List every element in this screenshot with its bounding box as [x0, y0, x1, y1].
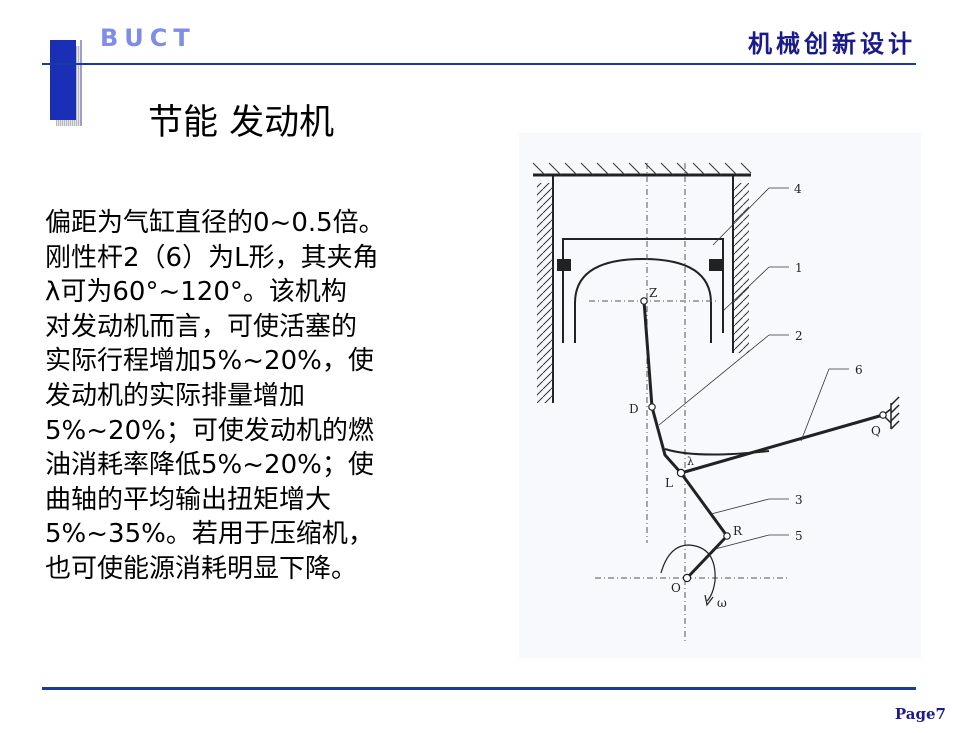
part-number-6: 6 — [855, 363, 863, 377]
crank-rotation-arrow — [660, 544, 716, 607]
angular-velocity-label-omega: ω — [717, 596, 727, 610]
body-line: 也可使能源消耗明显下降。 — [45, 553, 358, 584]
course-title: 机械创新设计 — [748, 29, 916, 58]
part-number-2: 2 — [795, 329, 803, 343]
body-line: λ可为60°~120°。该机构 — [45, 277, 347, 308]
body-line: 实际行程增加5%~20%，使 — [45, 346, 374, 377]
linkage-bars — [642, 299, 885, 580]
body-line: 5%~20%；可使发动机的燃 — [45, 415, 374, 446]
piston — [557, 238, 724, 343]
body-line: 对发动机而言，可使活塞的 — [45, 311, 358, 342]
part-number-3: 3 — [795, 493, 803, 507]
body-line: 5%~35%。若用于压缩机， — [45, 519, 374, 550]
part-number-1: 1 — [795, 261, 803, 275]
point-label-z: Z — [649, 286, 657, 300]
body-line: 发动机的实际排量增加 — [45, 380, 306, 411]
footer-divider — [42, 687, 916, 690]
point-label-o: O — [671, 581, 681, 595]
part-number-5: 5 — [795, 529, 803, 543]
slide-body-text: 偏距为气缸直径的0~0.5倍。 刚性杆2（6）为L形，其夹角 λ可为60°~12… — [45, 206, 465, 587]
body-line: 油消耗率降低5%~20%；使 — [45, 450, 374, 481]
leader-lines — [658, 187, 849, 550]
page-number: Page7 — [894, 705, 946, 723]
point-label-l: L — [665, 476, 673, 490]
link-6-arc — [664, 448, 770, 456]
point-label-r: R — [733, 524, 743, 538]
point-label-d: D — [629, 402, 639, 416]
body-line: 偏距为气缸直径的0~0.5倍。 — [45, 208, 385, 238]
brand-logo-text: BUCT — [100, 24, 196, 52]
joints — [640, 297, 887, 583]
angle-label-lambda: λ — [687, 455, 694, 468]
body-line: 刚性杆2（6）为L形，其夹角 — [45, 242, 379, 273]
part-number-4: 4 — [794, 182, 802, 196]
cylinder-top-hatch — [532, 162, 752, 177]
engine-mechanism-diagram: 4 1 2 6 3 5 Z D L Q R O λ ω — [519, 133, 921, 658]
slide-title: 节能 发动机 — [148, 103, 335, 143]
body-line: 曲轴的平均输出扭矩增大 — [45, 484, 332, 515]
header-accent-bar — [50, 40, 76, 120]
point-label-q: Q — [871, 424, 881, 438]
center-lines — [589, 163, 787, 643]
cylinder-walls — [537, 175, 749, 403]
header-divider — [42, 63, 916, 65]
header-accent-line — [80, 40, 82, 126]
